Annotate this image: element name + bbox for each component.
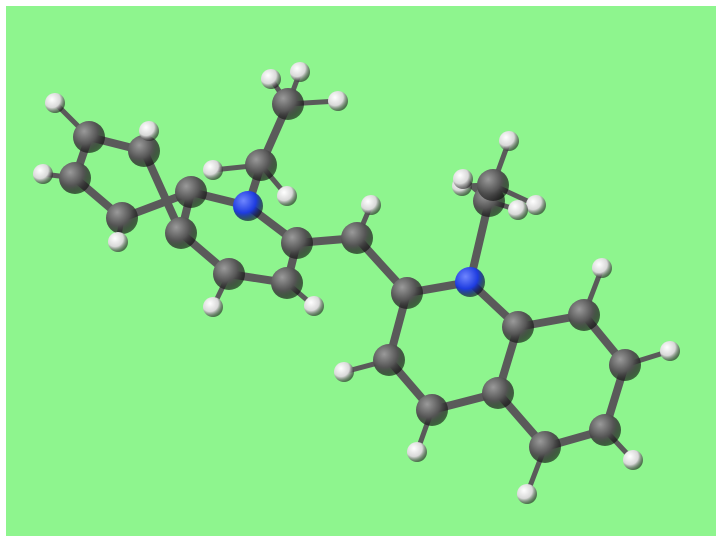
atoms-layer — [33, 62, 680, 504]
carbon-atom — [341, 222, 373, 254]
carbon-atom — [281, 227, 313, 259]
carbon-atom — [482, 377, 514, 409]
hydrogen-atom — [108, 232, 128, 252]
carbon-atom — [609, 349, 641, 381]
hydrogen-atom — [139, 121, 159, 141]
carbon-atom — [589, 414, 621, 446]
hydrogen-atom — [623, 450, 643, 470]
hydrogen-atom — [277, 186, 297, 206]
carbon-atom — [106, 202, 138, 234]
hydrogen-atom — [304, 296, 324, 316]
carbon-atom — [213, 258, 245, 290]
nitrogen-atom — [455, 267, 485, 297]
hydrogen-atom — [203, 160, 223, 180]
carbon-atom — [128, 135, 160, 167]
carbon-atom — [416, 394, 448, 426]
carbon-atom — [271, 267, 303, 299]
hydrogen-atom — [499, 131, 519, 151]
hydrogen-atom — [45, 93, 65, 113]
carbon-atom — [568, 299, 600, 331]
carbon-atom — [165, 217, 197, 249]
carbon-atom — [272, 88, 304, 120]
carbon-atom — [391, 277, 423, 309]
hydrogen-atom — [361, 195, 381, 215]
hydrogen-atom — [592, 258, 612, 278]
hydrogen-atom — [290, 62, 310, 82]
carbon-atom — [59, 162, 91, 194]
nitrogen-atom — [233, 191, 263, 221]
carbon-atom — [529, 431, 561, 463]
hydrogen-atom — [660, 341, 680, 361]
hydrogen-atom — [334, 362, 354, 382]
hydrogen-atom — [261, 69, 281, 89]
hydrogen-atom — [508, 200, 528, 220]
hydrogen-atom — [203, 297, 223, 317]
hydrogen-atom — [407, 442, 427, 462]
carbon-atom — [477, 169, 509, 201]
hydrogen-atom — [517, 484, 537, 504]
carbon-atom — [73, 121, 105, 153]
hydrogen-atom — [33, 164, 53, 184]
hydrogen-atom — [526, 195, 546, 215]
carbon-atom — [175, 176, 207, 208]
carbon-atom — [502, 311, 534, 343]
hydrogen-atom — [328, 91, 348, 111]
carbon-atom — [245, 149, 277, 181]
hydrogen-atom — [453, 169, 473, 189]
carbon-atom — [373, 344, 405, 376]
